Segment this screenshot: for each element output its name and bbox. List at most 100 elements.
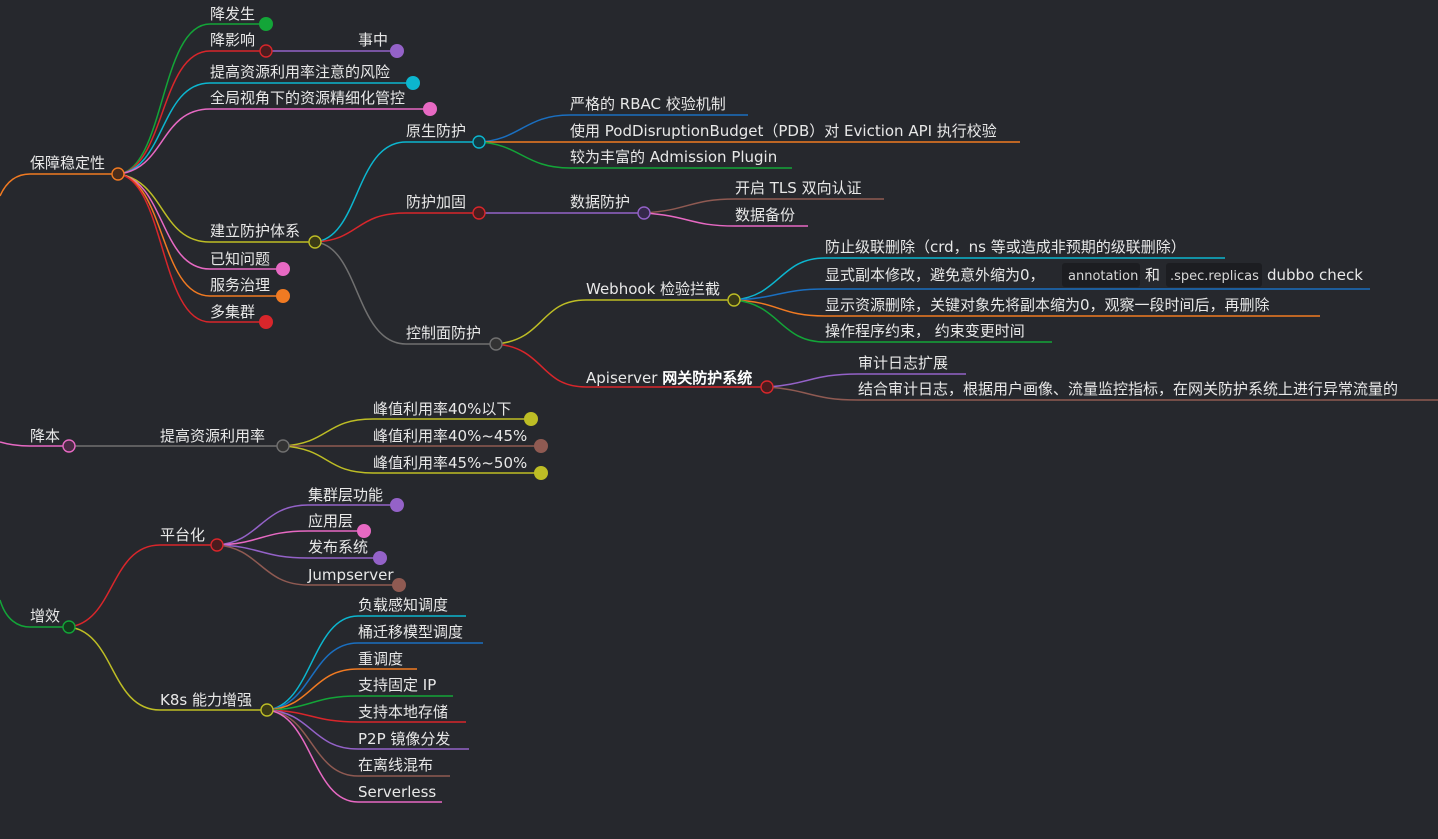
node-bucket[interactable]: 桶迁移模型调度 bbox=[358, 623, 463, 641]
link-load-aware bbox=[266, 615, 466, 711]
node-release[interactable]: 发布系统 bbox=[308, 538, 368, 556]
node-stability[interactable]: 保障稳定性 bbox=[30, 154, 105, 172]
junction-protection-system[interactable] bbox=[308, 235, 322, 249]
node-global-view[interactable]: 全局视角下的资源精细化管控 bbox=[210, 89, 405, 107]
link-admission bbox=[478, 141, 792, 169]
replica-text-and: 和 bbox=[1145, 266, 1160, 284]
leaf-dot-in-process[interactable] bbox=[390, 44, 404, 58]
node-peak40-45[interactable]: 峰值利用率40%~45% bbox=[373, 427, 527, 445]
replica-text-prefix: 显式副本修改，避免意外缩为0， bbox=[825, 266, 1045, 284]
node-apiserver[interactable]: Apiserver 网关防护系统 bbox=[586, 369, 752, 387]
node-app-layer[interactable]: 应用层 bbox=[308, 512, 353, 530]
leaf-dot-release[interactable] bbox=[373, 551, 387, 565]
link-backup bbox=[643, 212, 808, 227]
link-root-stability bbox=[0, 173, 31, 197]
node-admission[interactable]: 较为丰富的 Admission Plugin bbox=[570, 148, 777, 166]
node-peak40[interactable]: 峰值利用率40%以下 bbox=[373, 400, 511, 418]
node-labels: 保障稳定性 降发生 降影响 事中 提高资源利用率注意的风险 全局视角下的资源精细… bbox=[30, 5, 1398, 801]
node-multi-cluster[interactable]: 多集群 bbox=[210, 303, 255, 321]
junction-data-protection[interactable] bbox=[637, 206, 651, 220]
node-tls[interactable]: 开启 TLS 双向认证 bbox=[735, 179, 862, 197]
node-utilization[interactable]: 提高资源利用率 bbox=[160, 427, 265, 445]
node-data-protection[interactable]: 数据防护 bbox=[570, 193, 630, 211]
node-protection-system[interactable]: 建立防护体系 bbox=[210, 222, 300, 240]
link-rbac bbox=[478, 114, 748, 143]
link-fixed-ip bbox=[266, 695, 453, 711]
leaf-dot-peak45-50[interactable] bbox=[534, 466, 548, 480]
node-known-issues[interactable]: 已知问题 bbox=[210, 250, 270, 268]
node-backup[interactable]: 数据备份 bbox=[735, 206, 795, 224]
node-cluster-func[interactable]: 集群层功能 bbox=[308, 486, 383, 504]
node-replica[interactable]: 显式副本修改，避免意外缩为0， annotation 和 .spec.repli… bbox=[825, 263, 1363, 287]
link-audit-combine bbox=[766, 386, 1438, 401]
node-operator[interactable]: 操作程序约束， 约束变更时间 bbox=[825, 322, 1025, 340]
junction-utilization[interactable] bbox=[276, 439, 290, 453]
node-serverless[interactable]: Serverless bbox=[358, 783, 436, 801]
leaf-dot-multi-cluster[interactable] bbox=[259, 315, 273, 329]
node-reduce-occurrence[interactable]: 降发生 bbox=[210, 5, 255, 23]
node-jumpserver[interactable]: Jumpserver bbox=[307, 566, 394, 584]
link-reschedule bbox=[266, 668, 417, 711]
leaf-dot-reduce-occurrence[interactable] bbox=[259, 17, 273, 31]
link-operator bbox=[733, 299, 1052, 343]
leaf-dot-peak40[interactable] bbox=[524, 412, 538, 426]
node-reschedule[interactable]: 重调度 bbox=[358, 650, 403, 668]
leaf-dot-peak40-45[interactable] bbox=[534, 439, 548, 453]
link-k8s bbox=[68, 626, 267, 711]
node-colocation[interactable]: 在离线混布 bbox=[358, 756, 433, 774]
junction-control-plane[interactable] bbox=[489, 337, 503, 351]
leaf-dot-risk[interactable] bbox=[406, 76, 420, 90]
node-service-gov[interactable]: 服务治理 bbox=[210, 276, 270, 294]
link-audit-ext bbox=[766, 373, 966, 388]
leaf-dot-global-view[interactable] bbox=[423, 102, 437, 116]
node-audit-ext[interactable]: 审计日志扩展 bbox=[858, 354, 948, 372]
link-protection-system bbox=[117, 173, 315, 243]
link-serverless bbox=[266, 709, 442, 803]
junction-efficiency[interactable] bbox=[62, 620, 76, 634]
node-fixed-ip[interactable]: 支持固定 IP bbox=[358, 676, 436, 694]
node-p2p[interactable]: P2P 镜像分发 bbox=[358, 730, 450, 748]
node-control-plane[interactable]: 控制面防护 bbox=[406, 324, 481, 342]
link-known-issues bbox=[117, 173, 283, 270]
junction-reduce-impact[interactable] bbox=[259, 44, 273, 58]
node-hardening[interactable]: 防护加固 bbox=[406, 193, 466, 211]
junction-stability[interactable] bbox=[111, 167, 125, 181]
leaf-dot-cluster-func[interactable] bbox=[390, 498, 404, 512]
node-webhook[interactable]: Webhook 检验拦截 bbox=[586, 280, 720, 298]
node-cost[interactable]: 降本 bbox=[30, 427, 60, 445]
node-platform[interactable]: 平台化 bbox=[160, 526, 205, 544]
leaf-dot-service-gov[interactable] bbox=[276, 289, 290, 303]
link-webhook bbox=[495, 299, 734, 345]
node-delete-resources[interactable]: 显示资源删除，关键对象先将副本缩为0，观察一段时间后，再删除 bbox=[825, 296, 1270, 314]
node-in-process[interactable]: 事中 bbox=[358, 31, 388, 49]
link-replica bbox=[733, 288, 1370, 301]
junction-webhook[interactable] bbox=[727, 293, 741, 307]
link-reduce-occurrence bbox=[117, 23, 266, 175]
leaf-dot-app-layer[interactable] bbox=[357, 524, 371, 538]
link-peak45-50 bbox=[282, 445, 541, 474]
node-peak45-50[interactable]: 峰值利用率45%~50% bbox=[373, 454, 527, 472]
junction-cost[interactable] bbox=[62, 439, 76, 453]
leaf-dot-jumpserver[interactable] bbox=[392, 578, 406, 592]
node-audit-combine[interactable]: 结合审计日志，根据用户画像、流量监控指标，在网关防护系统上进行异常流量的 bbox=[858, 380, 1398, 398]
junction-k8s[interactable] bbox=[260, 703, 274, 717]
node-local-storage[interactable]: 支持本地存储 bbox=[358, 703, 448, 721]
junction-hardening[interactable] bbox=[472, 206, 486, 220]
link-app-layer bbox=[216, 530, 364, 546]
node-native-protection[interactable]: 原生防护 bbox=[406, 122, 466, 140]
node-load-aware[interactable]: 负载感知调度 bbox=[358, 596, 448, 614]
leaf-dot-known-issues[interactable] bbox=[276, 262, 290, 276]
node-rbac[interactable]: 严格的 RBAC 校验机制 bbox=[570, 95, 726, 113]
node-reduce-impact[interactable]: 降影响 bbox=[210, 31, 255, 49]
node-k8s[interactable]: K8s 能力增强 bbox=[160, 691, 252, 709]
node-cascade[interactable]: 防止级联删除（crd，ns 等或造成非预期的级联删除） bbox=[825, 238, 1186, 256]
junction-native[interactable] bbox=[472, 135, 486, 149]
link-release bbox=[216, 544, 380, 559]
node-risk-utilization[interactable]: 提高资源利用率注意的风险 bbox=[210, 63, 390, 81]
junction-apiserver[interactable] bbox=[760, 380, 774, 394]
node-efficiency[interactable]: 增效 bbox=[30, 607, 60, 625]
junction-platform[interactable] bbox=[210, 538, 224, 552]
link-p2p bbox=[266, 709, 469, 750]
node-pdb[interactable]: 使用 PodDisruptionBudget（PDB）对 Eviction AP… bbox=[570, 122, 997, 140]
